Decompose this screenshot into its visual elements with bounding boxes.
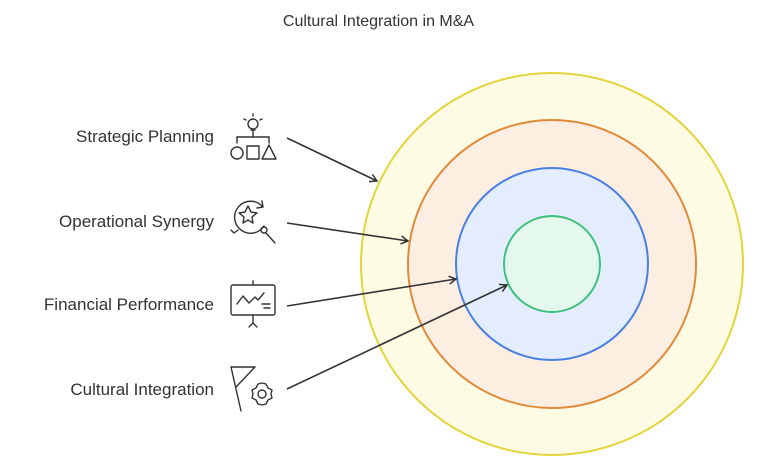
flag-gear-icon [230,366,273,412]
label-cultural-integration: Cultural Integration [70,380,214,399]
diagram-title: Cultural Integration in M&A [282,13,475,30]
chart-board-icon [230,280,276,328]
star-search-icon [230,200,276,244]
ring-cultural-integration [503,215,601,313]
label-operational-synergy: Operational Synergy [59,212,214,231]
arrow-operational-synergy [286,222,410,245]
strategy-icon [230,113,277,160]
label-financial-performance: Financial Performance [43,295,214,314]
arrow-financial-performance [286,275,458,307]
label-strategic-planning: Strategic Planning [76,127,214,146]
arrow-cultural-integration [286,283,509,390]
arrow-strategic-planning [286,137,379,183]
